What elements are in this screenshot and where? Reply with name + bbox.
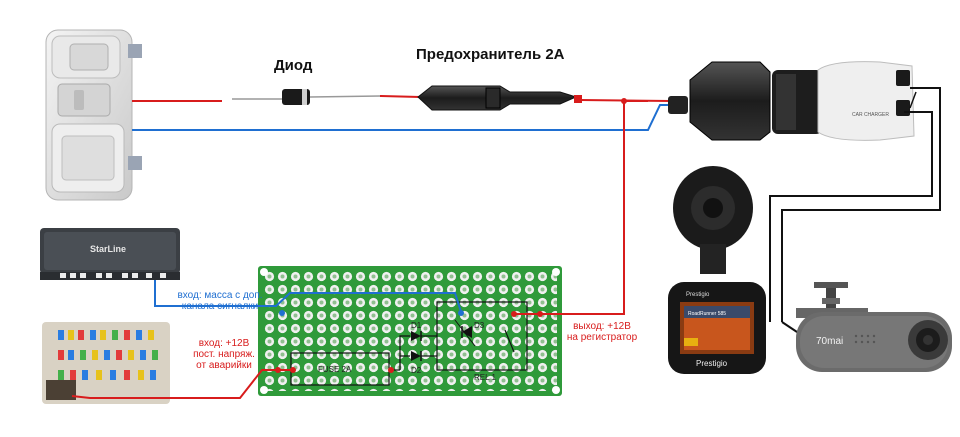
diode-component — [282, 89, 310, 105]
fuse-box-photo — [42, 322, 170, 404]
dvr-brand-bottom: Prestigio — [696, 359, 728, 368]
cam-brand: 70mai — [816, 336, 843, 347]
fuse-holder — [417, 85, 582, 111]
power-input-line-1: вход: +12В — [198, 338, 250, 349]
dvr-brand-top: Prestigio — [686, 292, 710, 298]
output-line-2: на регистратор — [566, 332, 638, 343]
ground-input-line-1: вход: масса с доп. — [177, 290, 263, 301]
power-input-label: вход: +12В пост. напряж. от аварийки — [190, 338, 258, 371]
usb-cables — [769, 87, 941, 335]
ground-input-label: вход: масса с доп. канала сигналки — [168, 290, 272, 312]
power-input-line-2: пост. напряж. — [193, 349, 255, 360]
car-charger: CAR CHARGER — [817, 61, 915, 141]
charger-text: CAR CHARGER — [852, 112, 889, 118]
top-red-wire — [132, 95, 671, 102]
pcb-d3-label: D3 — [474, 321, 485, 330]
pcb-fuse-label: FUSE 2A — [318, 365, 352, 374]
lighter-socket — [668, 61, 822, 141]
pcb-d2-label: D2 — [411, 366, 422, 375]
pcb-board: FUSE 2A D1 D2 D3 REL 1 — [258, 266, 562, 396]
power-input-wire — [71, 367, 394, 399]
dvr-device: Prestigio RoadRunner 585 Prestigio — [668, 166, 766, 374]
fuse-label: Предохранитель 2А — [416, 46, 565, 63]
dome-lamp — [45, 29, 142, 201]
diode-label: Диод — [274, 57, 313, 74]
output-wire — [511, 98, 648, 317]
dvr-model: RoadRunner 585 — [688, 311, 726, 317]
alarm-brand: StarLine — [90, 244, 126, 254]
pcb-d1-label: D1 — [411, 321, 422, 330]
output-label: выход: +12В на регистратор — [566, 321, 638, 343]
top-blue-wire — [132, 104, 672, 131]
alarm-ground-wire — [154, 280, 464, 316]
output-line-1: выход: +12В — [573, 321, 631, 332]
pcb-relay-label: REL 1 — [474, 373, 496, 382]
power-input-line-3: от аварийки — [196, 360, 252, 371]
alarm-unit: StarLine — [40, 228, 180, 280]
dashcam-device: 70mai — [796, 282, 952, 372]
ground-input-line-2: канала сигналки — [181, 301, 259, 312]
